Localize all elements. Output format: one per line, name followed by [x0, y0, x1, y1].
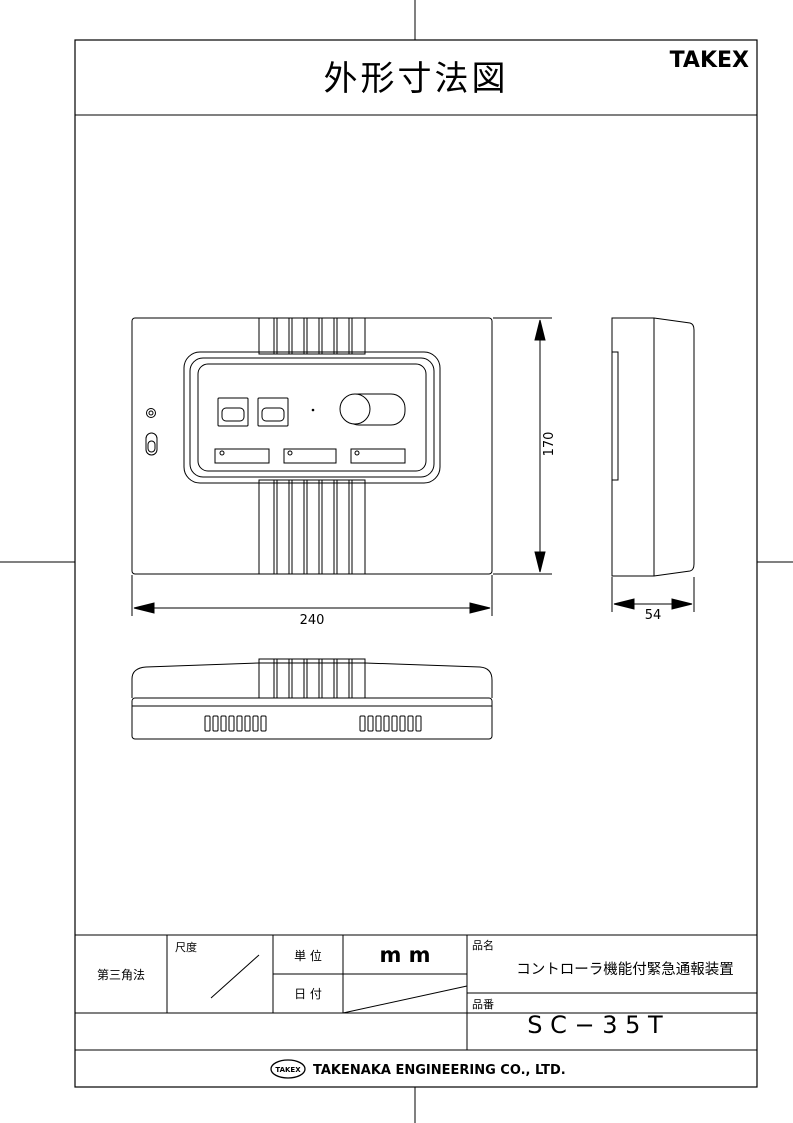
side-view	[611, 317, 695, 577]
scale-label: 尺度	[175, 940, 197, 954]
front-ribs-top	[258, 317, 366, 355]
product-number-value: S C − 3 5 T	[527, 1011, 663, 1039]
company-logo: TAKEX	[270, 1059, 306, 1079]
sheet-frame	[74, 39, 758, 1088]
company-name: TAKENAKA ENGINEERING CO., LTD.	[313, 1063, 566, 1078]
dimension-depth	[611, 577, 695, 612]
unit-value: m m	[379, 943, 430, 967]
label-slots	[214, 448, 406, 464]
date-label: 日 付	[294, 987, 322, 1001]
panel-button-right	[257, 397, 289, 427]
vent-slots-left	[204, 715, 267, 732]
panel-button-left	[217, 397, 249, 427]
side-switch	[145, 432, 158, 456]
front-view	[131, 317, 493, 575]
vent-slots-right	[359, 715, 422, 732]
product-number-label: 品番	[472, 998, 494, 1011]
front-ribs-bottom	[258, 479, 366, 575]
title-block	[75, 934, 757, 1051]
projection-method: 第三角法	[97, 968, 145, 982]
dimension-height-label: 170	[542, 432, 557, 457]
side-screw	[146, 408, 156, 418]
product-name-value: コントローラ機能付緊急通報装置	[516, 961, 734, 978]
dimension-width-label: 240	[300, 613, 325, 628]
product-name-label: 品名	[472, 938, 494, 952]
top-view	[131, 658, 493, 740]
sheet-title: 外形寸法図	[324, 59, 509, 99]
unit-label: 単 位	[294, 948, 322, 963]
indicator-dot	[311, 408, 315, 412]
dimension-depth-label: 54	[645, 608, 662, 623]
speaker-grille	[339, 393, 406, 426]
company-logo-text: TAKEX	[275, 1066, 301, 1074]
dimension-width	[131, 575, 493, 616]
dimension-height	[493, 317, 552, 575]
brand-logo: TAKEX	[670, 48, 749, 73]
